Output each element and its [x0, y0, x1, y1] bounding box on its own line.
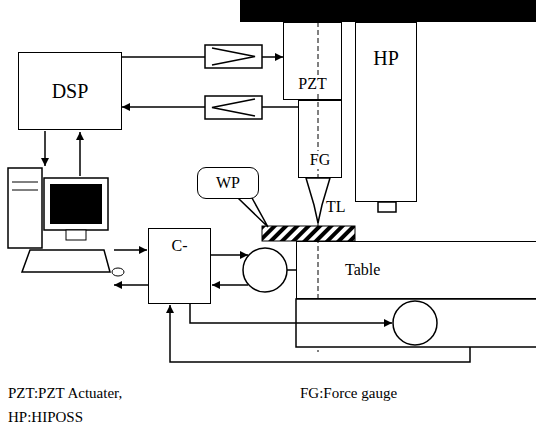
- note-text: PZT:PZT Actuater,: [8, 385, 122, 401]
- signal-arrow: [114, 284, 148, 286]
- machine-frame-bar: [240, 0, 536, 22]
- amplifier-box: [205, 45, 262, 68]
- node-text: HP: [373, 47, 399, 69]
- feedback-wire: [170, 305, 470, 362]
- part-label: TL: [326, 198, 346, 216]
- amplifier-box: [205, 96, 262, 119]
- drive-shaft: [287, 269, 296, 271]
- callout-pointer: [238, 198, 268, 227]
- signal-arrow: [190, 304, 392, 323]
- node-text: WP: [216, 174, 240, 192]
- motor-symbol: [393, 301, 437, 345]
- node-text: FG: [310, 151, 330, 169]
- amplifier-triangle: [212, 48, 255, 65]
- amplifier-symbol: [205, 45, 262, 68]
- pc-drive: [12, 190, 38, 191]
- node-text: C-: [172, 237, 188, 255]
- node-text: PZT: [298, 75, 326, 93]
- pc-keyboard: [22, 250, 110, 272]
- amplifier-symbol: [205, 96, 262, 119]
- signal-arrow: [212, 284, 248, 286]
- node-text: DSP: [52, 80, 89, 102]
- signal-arrow: [114, 249, 147, 251]
- pc-mouse: [112, 268, 124, 276]
- callout-box: WP: [197, 167, 259, 199]
- signal-arrow: [79, 132, 81, 176]
- computer-icon: [8, 168, 124, 276]
- amplifier-triangle: [212, 99, 255, 116]
- pc-tower: [8, 168, 42, 248]
- controller-box: C-: [148, 228, 211, 304]
- pc-screen: [50, 184, 102, 224]
- table-box: Table: [296, 241, 536, 299]
- note-text: FG:Force gauge: [300, 385, 397, 401]
- note-text: FG:Force gauge: [300, 385, 397, 402]
- pc-drive: [12, 182, 38, 183]
- note-text: HP:HIPOSS: [8, 409, 83, 425]
- node-text: Table: [345, 261, 380, 279]
- hiposs-box: HP: [355, 22, 417, 202]
- note-text: HP:HIPOSS: [8, 409, 83, 426]
- signal-arrow: [211, 254, 248, 256]
- motor-symbol: [243, 248, 287, 292]
- signal-arrow: [44, 131, 46, 166]
- force-gauge: FG: [298, 100, 342, 178]
- note-text: PZT:PZT Actuater,: [8, 385, 122, 402]
- workpiece: [262, 226, 355, 241]
- hiposs-nose: [378, 202, 396, 212]
- pc-stand: [66, 230, 86, 240]
- dsp-box: DSP: [18, 52, 122, 130]
- pc-monitor: [44, 178, 108, 230]
- pzt-actuator: PZT: [283, 22, 342, 100]
- part-label: TL: [326, 198, 346, 215]
